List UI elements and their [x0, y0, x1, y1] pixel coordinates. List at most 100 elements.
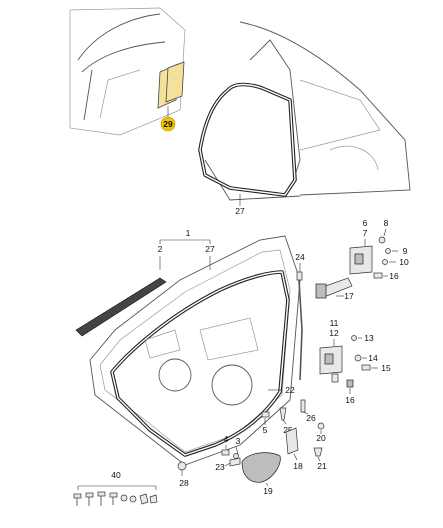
leader-18: [293, 453, 298, 461]
inset-frame: [69, 7, 186, 136]
lower-parts: 5 25 26 20 18 21 19 4 3 23: [177, 399, 327, 496]
body-sill: [204, 159, 301, 201]
nut-3: [233, 453, 239, 459]
inset-door-edge: [83, 69, 93, 121]
upper-hinge-pin: [354, 253, 364, 265]
fastener-8: [149, 494, 158, 504]
cap-23: [229, 457, 241, 467]
screw-21: [313, 447, 323, 457]
door-access-panel: [199, 317, 259, 361]
body-roofline: [239, 21, 411, 196]
bolt-9: [385, 248, 391, 254]
group-1-bracket: 1 2 27: [158, 228, 215, 270]
lower-hinge-group: 11 12 13 14 15 16: [319, 318, 391, 405]
callout-2: 2: [158, 244, 163, 254]
callout-9: 9: [403, 246, 408, 256]
fastener-1: [73, 493, 82, 499]
callout-29-highlight: [160, 116, 176, 132]
door-opening-seal-27: [198, 82, 297, 197]
screw-5: [261, 411, 270, 418]
bolt-20: [317, 422, 325, 430]
body-rear-window: [299, 79, 381, 151]
callout-16b: 16: [345, 395, 355, 405]
fastener-7: [139, 493, 149, 505]
callout-18: 18: [293, 461, 303, 471]
callout-5: 5: [263, 425, 268, 435]
fastener-5: [120, 494, 128, 502]
screw-16b-part: [331, 373, 339, 383]
callout-23: 23: [215, 462, 225, 472]
trim-panel-29-back: [165, 61, 185, 103]
callout-15: 15: [381, 363, 391, 373]
pin-25: [279, 407, 287, 421]
callout-26: 26: [306, 413, 316, 423]
door-outer: [89, 235, 301, 466]
callout-13: 13: [364, 333, 374, 343]
callout-8: 8: [384, 218, 389, 228]
inset-window-line: [81, 41, 166, 73]
callout-22: 22: [285, 385, 295, 395]
fastener-set-40: 40: [73, 470, 158, 506]
inset-door-crease: [99, 69, 141, 119]
door-handle-19: [241, 452, 281, 483]
fastener-3: [97, 491, 106, 497]
door-module-hole: [211, 364, 253, 406]
leader-26: [302, 411, 309, 415]
callout-3: 3: [236, 436, 241, 446]
callout-28: 28: [179, 478, 189, 488]
leader-19: [265, 482, 269, 487]
lower-hinge-pin: [324, 353, 334, 365]
callout-24: 24: [295, 252, 305, 262]
callout-29: 29: [163, 119, 173, 129]
callout-1: 1: [186, 228, 191, 238]
leader-8: [383, 228, 387, 237]
seal-24-strip: [298, 279, 303, 381]
door-opening-seal-27-inner: [199, 83, 296, 196]
callout-21: 21: [317, 461, 327, 471]
plug-28: [177, 461, 187, 471]
body-b-pillar: [249, 39, 301, 191]
seal-24: 24: [295, 252, 305, 381]
callout-16a: 16: [389, 271, 399, 281]
door-speaker-hole: [158, 358, 192, 392]
inset-car-side: 29: [69, 7, 186, 136]
callout-25: 25: [283, 425, 293, 435]
screw-16a: [373, 272, 383, 279]
door-inner-panel: [99, 249, 291, 453]
callout-6: 6: [363, 218, 368, 228]
screw-4: [221, 449, 230, 456]
callout-19: 19: [263, 486, 273, 496]
fastener-4: [109, 492, 118, 498]
door-lock-18: [285, 427, 299, 455]
pin-26: [300, 399, 306, 413]
callout-11: 11: [330, 318, 339, 328]
upper-hinge-group: 6 7 8 9 10 16 17: [315, 218, 409, 301]
body-wheel-arch: [329, 145, 379, 171]
fastener-row: [73, 491, 158, 506]
callout-27b: 27: [235, 206, 245, 216]
callout-4: 4: [224, 434, 229, 444]
door-shell: [89, 235, 301, 466]
leader-21: [317, 456, 321, 462]
bolt-13: [351, 335, 357, 341]
fastener-6: [129, 495, 137, 503]
door-cutout: [144, 329, 181, 359]
seal-24-clip: [296, 271, 303, 281]
callout-40: 40: [111, 470, 121, 480]
bolt-8: [378, 236, 386, 244]
nut-10: [382, 259, 388, 265]
bolt-14: [354, 354, 362, 362]
leader-3: [235, 446, 239, 455]
weatherstrip-2: [75, 277, 167, 337]
callout-27a: 27: [205, 244, 215, 254]
fastener-2: [85, 492, 94, 498]
callout-10: 10: [399, 257, 409, 267]
inset-roof-line: [77, 13, 161, 61]
callout-20: 20: [316, 433, 326, 443]
screw-16b: [346, 379, 354, 388]
car-body-opening: 27: [198, 21, 411, 216]
callout-7: 7: [363, 228, 368, 238]
screw-15: [361, 364, 371, 371]
